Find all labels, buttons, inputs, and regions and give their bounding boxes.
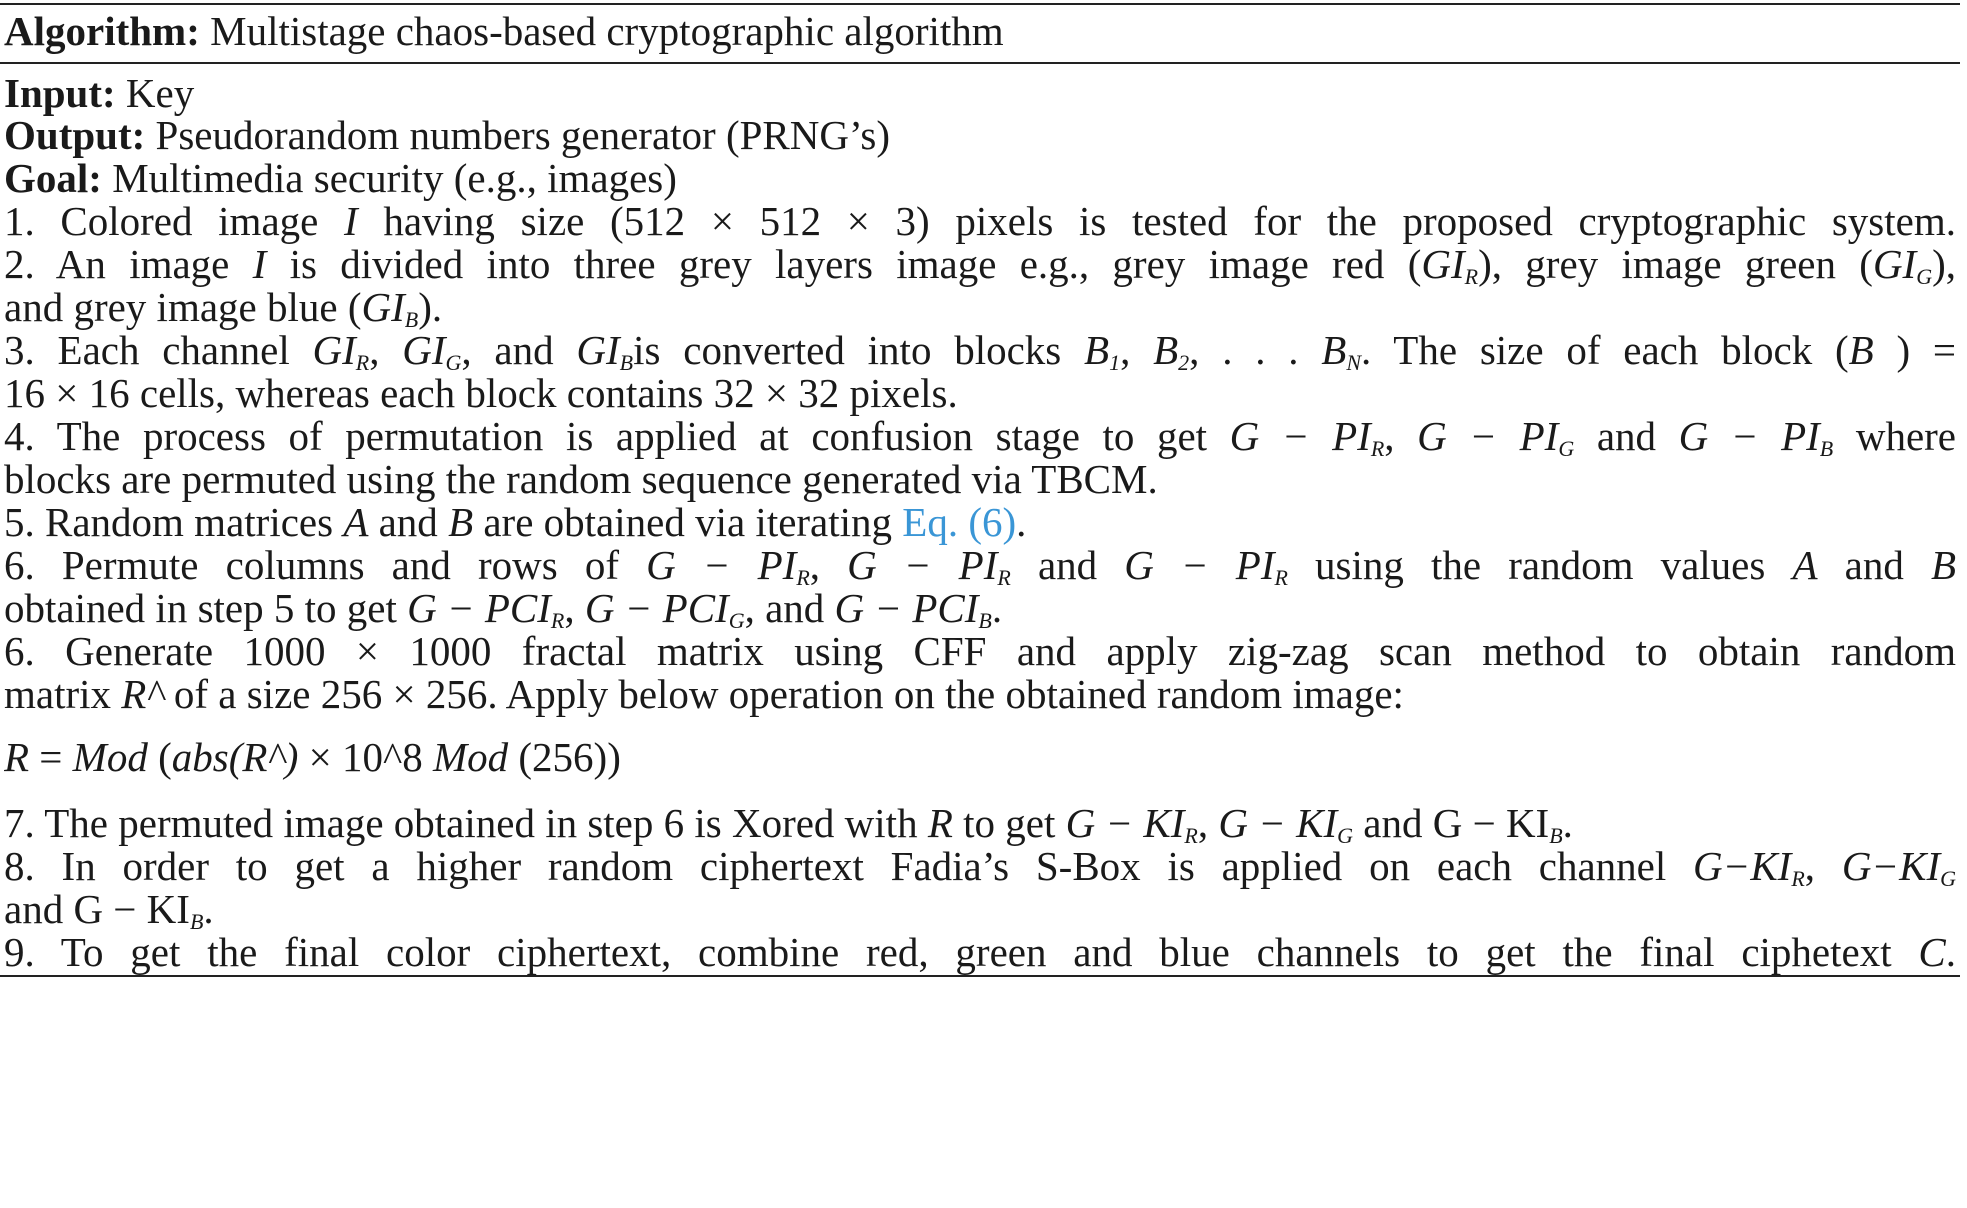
step-1: 1. Colored image I having size (512 × 51…: [4, 198, 1956, 244]
equation-6-link[interactable]: Eq. (6): [902, 499, 1017, 545]
input-value: Key: [125, 70, 195, 116]
goal-label: Goal:: [4, 155, 102, 201]
step-9: 9. To get the final color ciphertext, co…: [4, 929, 1956, 975]
input-line: Input: Key: [4, 66, 1956, 120]
step-6b-cont: matrix R^ of a size 256 × 256. Apply bel…: [4, 671, 1404, 717]
step-6: 6. Permute columns and rows of G − PIR, …: [4, 542, 1956, 590]
output-label: Output:: [4, 112, 146, 158]
output-value: Pseudorandom numbers generator (PRNG’s): [155, 112, 890, 158]
formula-line: R = Mod (abs(R^) × 10^8 Mod (256)): [4, 734, 621, 780]
step-5: 5. Random matrices A and B are obtained …: [4, 499, 1027, 545]
output-line: Output: Pseudorandom numbers generator (…: [4, 108, 1956, 162]
header-rule: [0, 62, 1960, 64]
algorithm-header: Algorithm: Multistage chaos-based crypto…: [4, 4, 1956, 58]
input-label: Input:: [4, 70, 116, 116]
step-3-cont: 16 × 16 cells, whereas each block contai…: [4, 370, 958, 416]
step-4: 4. The process of permutation is applied…: [4, 413, 1956, 461]
top-rule: [0, 3, 1960, 5]
algorithm-label: Algorithm:: [4, 8, 200, 54]
step-8: 8. In order to get a higher random ciphe…: [4, 843, 1956, 891]
step-8-cont: and G − KIB.: [4, 886, 214, 934]
goal-value: Multimedia security (e.g., images): [112, 155, 677, 201]
step-6-cont: obtained in step 5 to get G − PCIR, G − …: [4, 585, 1003, 633]
goal-line: Goal: Multimedia security (e.g., images): [4, 151, 1956, 205]
step-4-cont: blocks are permuted using the random seq…: [4, 456, 1158, 502]
step-7: 7. The permuted image obtained in step 6…: [4, 800, 1573, 848]
step-6b: 6. Generate 1000 × 1000 fractal matrix u…: [4, 628, 1956, 674]
algorithm-title: Multistage chaos-based cryptographic alg…: [210, 8, 1004, 54]
step-3: 3. Each channel GIR, GIG, and GIBis conv…: [4, 327, 1956, 375]
step-2: 2. An image I is divided into three grey…: [4, 241, 1956, 289]
bottom-rule: [0, 975, 1960, 977]
step-2-cont: and grey image blue (GIB).: [4, 284, 443, 332]
